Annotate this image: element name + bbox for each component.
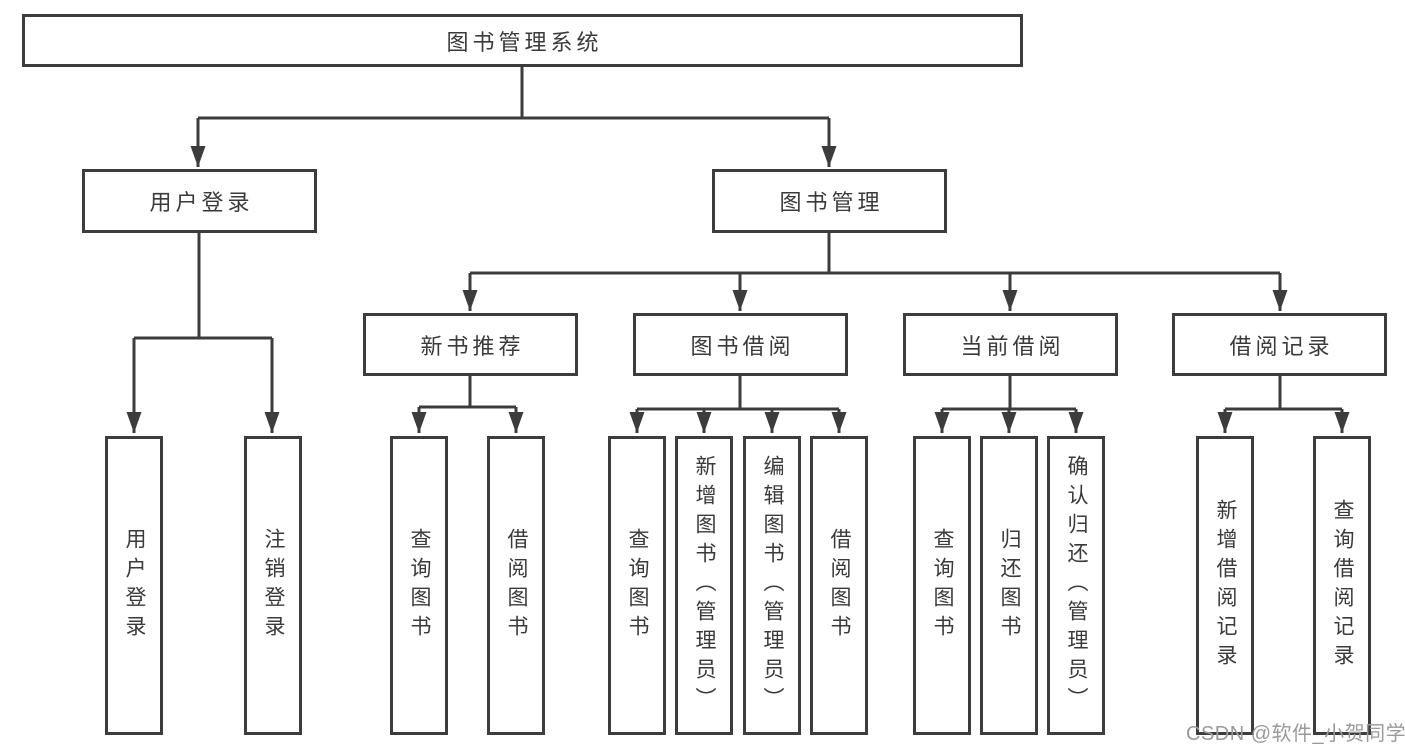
- node-new-book-recommend: 新书推荐: [363, 313, 578, 376]
- leaf-newbooks-borrow-books: 借阅图书: [487, 436, 545, 735]
- node-current-borrowing: 当前借阅: [903, 313, 1118, 376]
- leaf-newbooks-query-books: 查询图书: [390, 436, 448, 735]
- node-root-system: 图书管理系统: [22, 14, 1023, 67]
- node-current-borrowing-label: 当前借阅: [960, 333, 1065, 359]
- leaf-current-query-books: 查询图书: [913, 436, 971, 735]
- leaf-records-query-record-label: 查询借阅记录: [1331, 498, 1354, 673]
- leaf-borrowing-add-books-admin-label: 新增图书（管理员）: [693, 455, 716, 716]
- leaf-logout-label: 注销登录: [262, 527, 285, 644]
- leaf-borrowing-edit-books-admin: 编辑图书（管理员）: [743, 436, 801, 735]
- leaf-borrowing-query-books: 查询图书: [608, 436, 666, 735]
- leaf-newbooks-query-books-label: 查询图书: [408, 527, 431, 644]
- leaf-records-add-record-label: 新增借阅记录: [1214, 498, 1237, 673]
- leaf-current-return-books-label: 归还图书: [998, 527, 1021, 644]
- node-borrowing-records: 借阅记录: [1172, 313, 1387, 376]
- node-user-login-label: 用户登录: [149, 190, 254, 215]
- node-root-label: 图书管理系统: [446, 29, 603, 55]
- leaf-borrowing-query-books-label: 查询图书: [626, 527, 649, 644]
- leaf-current-query-books-label: 查询图书: [931, 527, 954, 644]
- leaf-borrowing-edit-books-admin-label: 编辑图书（管理员）: [761, 455, 784, 716]
- leaf-newbooks-borrow-books-label: 借阅图书: [505, 527, 528, 644]
- node-book-management-label: 图书管理: [779, 190, 884, 215]
- leaf-borrowing-add-books-admin: 新增图书（管理员）: [675, 436, 733, 735]
- leaf-user-login-label: 用户登录: [123, 527, 146, 644]
- watermark: CSDN @软件_小贺同学: [1186, 723, 1405, 745]
- node-borrowing-records-label: 借阅记录: [1229, 333, 1334, 359]
- leaf-records-query-record: 查询借阅记录: [1313, 436, 1371, 735]
- leaf-borrowing-borrow-books-label: 借阅图书: [828, 527, 851, 644]
- node-book-management: 图书管理: [712, 169, 947, 233]
- leaf-current-return-books: 归还图书: [980, 436, 1038, 735]
- leaf-borrowing-borrow-books: 借阅图书: [810, 436, 868, 735]
- leaf-user-login: 用户登录: [105, 436, 163, 735]
- node-book-borrowing-label: 图书借阅: [690, 333, 795, 359]
- leaf-logout: 注销登录: [244, 436, 302, 735]
- leaf-current-confirm-return-admin-label: 确认归还（管理员）: [1065, 455, 1088, 716]
- leaf-records-add-record: 新增借阅记录: [1196, 436, 1254, 735]
- leaf-current-confirm-return-admin: 确认归还（管理员）: [1047, 436, 1105, 735]
- node-user-login: 用户登录: [82, 169, 317, 233]
- node-book-borrowing: 图书借阅: [633, 313, 848, 376]
- node-new-book-recommend-label: 新书推荐: [420, 333, 525, 359]
